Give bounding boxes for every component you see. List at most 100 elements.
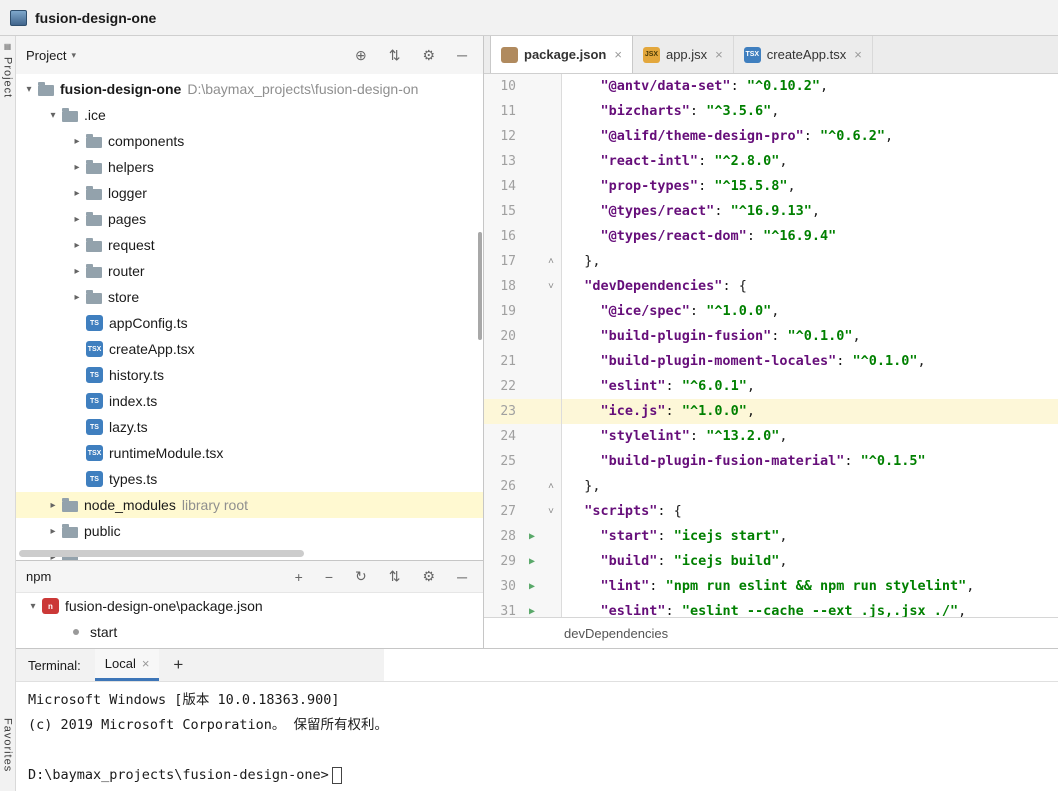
tree-item-request[interactable]: ▸request <box>16 232 483 258</box>
chevron-down-icon[interactable]: ▾ <box>50 109 56 121</box>
tree-item-fusion-design-one[interactable]: ▾fusion-design-one D:\baymax_projects\fu… <box>16 76 483 102</box>
chevron-down-icon[interactable]: ▾ <box>30 600 36 612</box>
settings-icon[interactable]: ⚙ <box>422 568 436 584</box>
line-number: 27 <box>500 504 516 519</box>
editor-tab-package.json[interactable]: package.json× <box>490 36 633 73</box>
code-line-14[interactable]: 14 "prop-types": "^15.5.8", <box>484 174 1058 199</box>
code-line-18[interactable]: 18˅ "devDependencies": { <box>484 274 1058 299</box>
code-line-17[interactable]: 17˄ }, <box>484 249 1058 274</box>
fold-spacer <box>544 574 558 599</box>
terminal-output[interactable]: Microsoft Windows [版本 10.0.18363.900](c)… <box>16 682 1058 791</box>
chevron-right-icon[interactable]: ▸ <box>74 213 80 225</box>
chevron-down-icon[interactable]: ▾ <box>26 83 32 95</box>
chevron-right-icon[interactable]: ▸ <box>74 161 80 173</box>
code-line-25[interactable]: 25 "build-plugin-fusion-material": "^0.1… <box>484 449 1058 474</box>
close-tab-icon[interactable]: × <box>854 47 862 62</box>
chevron-right-icon[interactable]: ▸ <box>74 291 80 303</box>
tree-item-public[interactable]: ▸public <box>16 518 483 544</box>
token: "@alifd/theme-design-pro" <box>600 128 804 144</box>
code-line-15[interactable]: 15 "@types/react": "^16.9.13", <box>484 199 1058 224</box>
tool-button-favorites[interactable]: Favorites <box>2 718 14 775</box>
code-line-10[interactable]: 10 "@antv/data-set": "^0.10.2", <box>484 74 1058 99</box>
chevron-right-icon[interactable]: ▸ <box>74 135 80 147</box>
breadcrumb-item[interactable]: devDependencies <box>564 625 669 641</box>
token: , <box>917 353 926 369</box>
chevron-right-icon[interactable]: ▸ <box>50 525 56 537</box>
tool-button-project[interactable]: ▦ Project <box>2 42 14 98</box>
run-script-icon[interactable]: ▶ <box>528 581 536 592</box>
code-line-20[interactable]: 20 "build-plugin-fusion": "^0.1.0", <box>484 324 1058 349</box>
terminal-cursor[interactable] <box>331 766 342 784</box>
collapse-all-icon[interactable]: ⇅ <box>388 46 401 63</box>
hide-panel-icon[interactable]: ─ <box>457 47 467 63</box>
fold-start-icon[interactable]: ˅ <box>547 281 554 292</box>
fold-start-icon[interactable]: ˅ <box>547 506 554 517</box>
code-line-22[interactable]: 22 "eslint": "^6.0.1", <box>484 374 1058 399</box>
code-line-26[interactable]: 26˄ }, <box>484 474 1058 499</box>
code-line-19[interactable]: 19 "@ice/spec": "^1.0.0", <box>484 299 1058 324</box>
editor[interactable]: 10 "@antv/data-set": "^0.10.2",11 "bizch… <box>484 74 1058 617</box>
code-line-29[interactable]: 29▶ "build": "icejs build", <box>484 549 1058 574</box>
chevron-right-icon[interactable]: ▸ <box>50 499 56 511</box>
close-tab-icon[interactable]: × <box>614 47 622 62</box>
tree-item-logger[interactable]: ▸logger <box>16 180 483 206</box>
tree-item-router[interactable]: ▸router <box>16 258 483 284</box>
gutter-spacer <box>520 449 544 474</box>
tree-item-.ice[interactable]: ▾.ice <box>16 102 483 128</box>
settings-icon[interactable]: ⚙ <box>422 46 436 63</box>
gutter-spacer <box>520 99 544 124</box>
code-line-30[interactable]: 30▶ "lint": "npm run eslint && npm run s… <box>484 574 1058 599</box>
gutter: 15 <box>484 199 562 224</box>
tree-item-helpers[interactable]: ▸helpers <box>16 154 483 180</box>
token: "^16.9.13" <box>730 203 812 219</box>
fold-end-icon[interactable]: ˄ <box>547 256 554 267</box>
code-line-16[interactable]: 16 "@types/react-dom": "^16.9.4" <box>484 224 1058 249</box>
code-line-24[interactable]: 24 "stylelint": "^13.2.0", <box>484 424 1058 449</box>
token: "@types/react-dom" <box>600 228 747 244</box>
code-line-27[interactable]: 27˅ "scripts": { <box>484 499 1058 524</box>
chevron-right-icon[interactable]: ▸ <box>74 265 80 277</box>
code-line-28[interactable]: 28▶ "start": "icejs start", <box>484 524 1058 549</box>
tree-item-store[interactable]: ▸store <box>16 284 483 310</box>
code-line-13[interactable]: 13 "react-intl": "^2.8.0", <box>484 149 1058 174</box>
new-terminal-tab-icon[interactable]: + <box>173 655 184 674</box>
locate-file-icon[interactable]: ⊕ <box>355 46 367 63</box>
close-terminal-tab-icon[interactable]: × <box>141 656 150 671</box>
run-script-icon[interactable]: ▶ <box>528 531 536 542</box>
add-icon[interactable]: + <box>294 568 303 585</box>
project-tree-hscrollbar[interactable] <box>19 550 304 557</box>
code-line-23[interactable]: 23 "ice.js": "^1.0.0", <box>484 399 1058 424</box>
terminal-tab-local[interactable]: Local × <box>94 649 160 681</box>
code-line-21[interactable]: 21 "build-plugin-moment-locales": "^0.1.… <box>484 349 1058 374</box>
fold-end-icon[interactable]: ˄ <box>547 481 554 492</box>
project-tree-vscrollbar[interactable] <box>478 232 482 340</box>
run-script-icon[interactable]: ▶ <box>528 606 536 617</box>
code-line-31[interactable]: 31▶ "eslint": "eslint --cache --ext .js,… <box>484 599 1058 617</box>
code-line-12[interactable]: 12 "@alifd/theme-design-pro": "^0.6.2", <box>484 124 1058 149</box>
remove-icon[interactable]: − <box>324 568 334 585</box>
close-tab-icon[interactable]: × <box>715 47 723 62</box>
collapse-all-icon[interactable]: ⇅ <box>388 568 401 584</box>
run-script-icon[interactable]: ▶ <box>528 556 536 567</box>
hide-panel-icon[interactable]: ─ <box>457 568 467 585</box>
tree-item-node_modules[interactable]: ▸node_modules library root <box>16 492 483 518</box>
tree-item-components[interactable]: ▸components <box>16 128 483 154</box>
tree-item-pages[interactable]: ▸pages <box>16 206 483 232</box>
chevron-right-icon[interactable]: ▸ <box>74 239 80 251</box>
code-line-11[interactable]: 11 "bizcharts": "^3.5.6", <box>484 99 1058 124</box>
chevron-right-icon[interactable]: ▸ <box>74 187 80 199</box>
project-view-selector[interactable]: Project ▾ <box>26 48 76 63</box>
refresh-icon[interactable]: ↻ <box>355 568 367 584</box>
fold-spacer <box>544 549 558 574</box>
npm-item-start[interactable]: start <box>16 619 483 645</box>
